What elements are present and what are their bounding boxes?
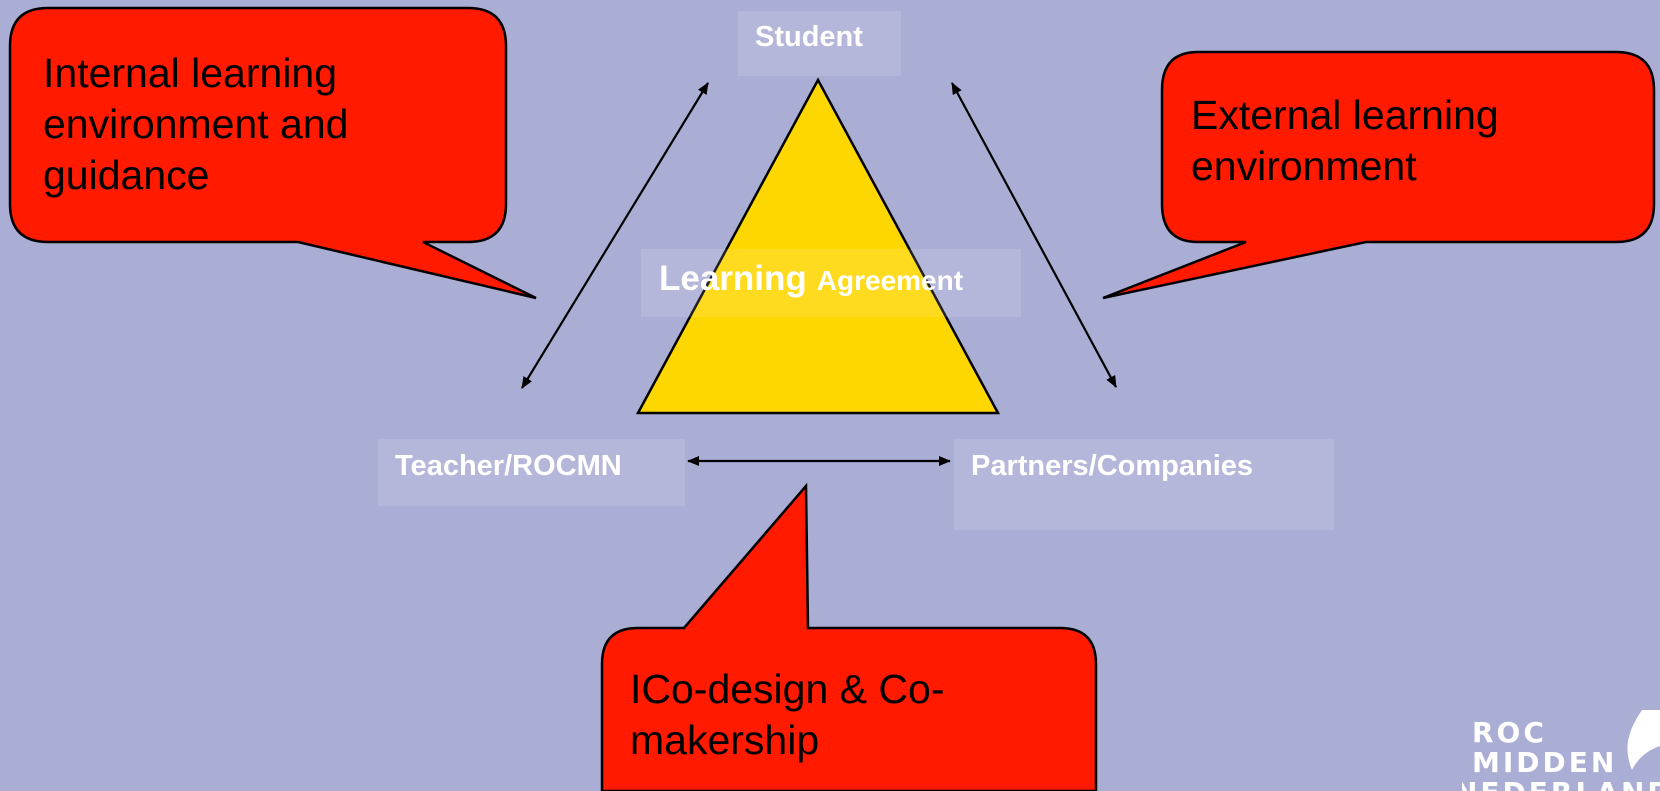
logo-line1: ROC <box>1472 716 1547 749</box>
center-label-big: Learning <box>659 259 807 298</box>
callout-internal-line: Internal learning <box>43 50 338 96</box>
center-label-small: Agreement <box>816 265 964 296</box>
callout-external-line: environment <box>1191 143 1417 189</box>
callout-internal-shape <box>8 6 537 300</box>
callout-codesign-shape <box>600 482 1098 791</box>
arrow-teacher-student <box>521 82 709 389</box>
callout-external-line: External learning <box>1191 92 1499 138</box>
node-partners-label: Partners/Companies <box>971 450 1254 482</box>
learning-agreement-triangle <box>635 77 1001 415</box>
logo-flame-icon <box>1627 710 1660 770</box>
logo-line3: NEDERLAND <box>1462 776 1660 791</box>
callout-external-text: External learning environment <box>1191 90 1499 192</box>
callout-codesign-text: ICo-design & Co- makership <box>630 664 944 766</box>
callout-internal-line: guidance <box>43 152 210 198</box>
logo-line2: MIDDEN <box>1472 746 1617 779</box>
arrow-student-partners <box>951 82 1117 388</box>
node-student: Student <box>738 11 901 76</box>
callout-external-shape <box>1102 50 1656 300</box>
center-label: Learning Agreement <box>641 249 1021 317</box>
node-teacher-label: Teacher/ROCMN <box>395 450 622 482</box>
callout-codesign-line: makership <box>630 717 820 763</box>
callout-internal-text: Internal learning environment and guidan… <box>43 48 348 201</box>
callout-codesign-line: ICo-design & Co- <box>630 666 945 712</box>
node-student-label: Student <box>755 21 863 53</box>
node-partners: Partners/Companies <box>954 439 1334 530</box>
node-teacher: Teacher/ROCMN <box>378 439 685 506</box>
callout-internal-line: environment and <box>43 101 349 147</box>
roc-logo: ROC MIDDEN NEDERLAND <box>1462 710 1660 791</box>
